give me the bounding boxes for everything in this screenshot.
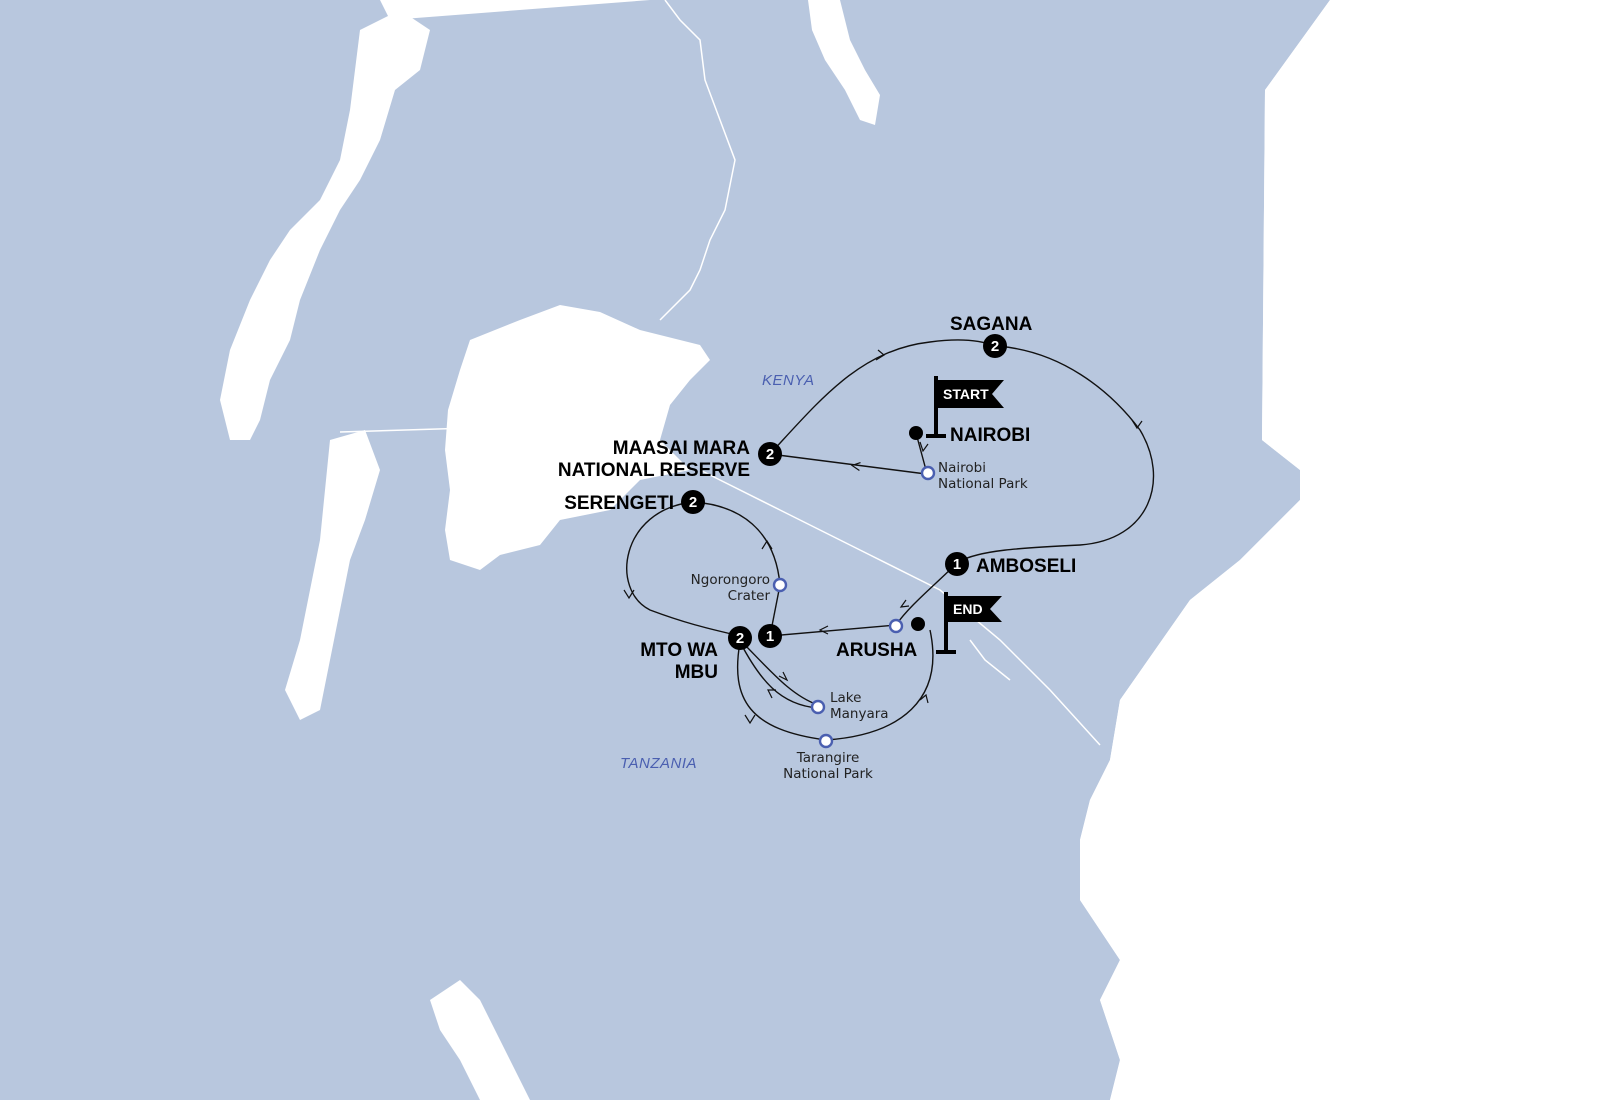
poi-marker-tarangire <box>818 733 834 749</box>
poi-label-lake-manyara-2: Manyara <box>830 706 889 722</box>
poi-label-lake-manyara-1: Lake <box>830 690 861 706</box>
stop-dot-nairobi <box>909 426 923 440</box>
night-count-amboseli: 1 <box>953 556 961 573</box>
stop-dot-arusha <box>911 617 925 631</box>
route-sagana-amboseli <box>957 345 1155 563</box>
poi-label-nairobi-np-1: Nairobi <box>938 460 986 476</box>
stop-label-mto-wa-mbu-2: MBU <box>675 662 718 683</box>
route-tarangire-arusha <box>825 629 934 741</box>
poi-marker-lake-manyara <box>810 699 826 715</box>
night-badge-sagana: 2 <box>983 334 1007 358</box>
stop-label-arusha: ARUSHA <box>836 640 918 661</box>
lake-kyoga <box>285 430 380 720</box>
stop-label-serengeti: SERENGETI <box>564 493 674 514</box>
poi-label-tarangire-2: National Park <box>783 766 873 782</box>
night-count-mto-wa-mbu-b: 1 <box>766 628 774 645</box>
route-arrows <box>623 349 1143 725</box>
indian-ocean <box>1080 0 1600 1100</box>
country-label-kenya: KENYA <box>762 372 815 389</box>
night-badge-amboseli: 1 <box>945 552 969 576</box>
route-np-maasai <box>769 453 927 475</box>
lake-victoria <box>445 305 710 570</box>
poi-marker-nairobi-np <box>920 465 936 481</box>
start-flag-label: START <box>943 386 989 402</box>
night-badge-mto-wa-mbu-a: 2 <box>728 626 752 650</box>
poi-markers <box>772 465 936 749</box>
route-arusha-mtowambu <box>769 624 897 637</box>
poi-label-ngorongoro-2: Crater <box>728 588 771 604</box>
end-flag: END <box>936 592 1002 654</box>
night-count-sagana: 2 <box>991 338 999 355</box>
night-count-maasai-mara: 2 <box>766 446 774 463</box>
western-lakes <box>220 10 430 440</box>
night-badge-serengeti: 2 <box>681 490 705 514</box>
route-maasai-sagana <box>769 339 996 455</box>
night-count-serengeti: 2 <box>689 494 697 511</box>
poi-label-tarangire-1: Tarangire <box>796 750 860 766</box>
stop-label-maasai-mara-2: NATIONAL RESERVE <box>558 460 750 481</box>
stop-label-mto-wa-mbu-1: MTO WA <box>640 640 718 661</box>
route-mtowambu-manyara <box>739 639 819 706</box>
west-border <box>339 427 471 433</box>
poi-marker-arusha <box>888 618 904 634</box>
poi-marker-ngorongoro <box>772 577 788 593</box>
end-flag-label: END <box>953 601 983 617</box>
stop-label-sagana: SAGANA <box>950 314 1033 335</box>
poi-label-ngorongoro-1: Ngorongoro <box>691 572 770 588</box>
route-serengeti-mtowambu <box>626 501 741 637</box>
borders <box>339 0 1101 746</box>
route-ngorongoro-serengeti <box>692 501 781 586</box>
route-mtowambu-tarangire <box>736 641 827 741</box>
kenya-tanzania-border <box>699 469 1101 746</box>
stop-label-nairobi: NAIROBI <box>950 425 1030 446</box>
lake-tanganyika-north <box>430 980 530 1100</box>
lake-turkana <box>808 0 880 125</box>
coast-border <box>969 639 1011 681</box>
start-flag: START <box>926 376 1004 438</box>
country-label-tanzania: TANZANIA <box>620 755 697 772</box>
route-manyara-mtowambu <box>739 641 819 709</box>
night-badge-maasai-mara: 2 <box>758 442 782 466</box>
night-count-mto-wa-mbu-a: 2 <box>736 630 744 647</box>
night-badge-mto-wa-mbu-b: 1 <box>758 624 782 648</box>
nile-river <box>659 0 736 321</box>
water-bodies <box>220 0 1600 1100</box>
stop-label-maasai-mara-1: MAASAI MARA <box>613 438 750 459</box>
stop-label-amboseli: AMBOSELI <box>976 556 1076 577</box>
land-mass <box>0 0 1330 1100</box>
zanzibar-channel <box>1128 765 1160 820</box>
poi-label-nairobi-np-2: National Park <box>938 476 1028 492</box>
